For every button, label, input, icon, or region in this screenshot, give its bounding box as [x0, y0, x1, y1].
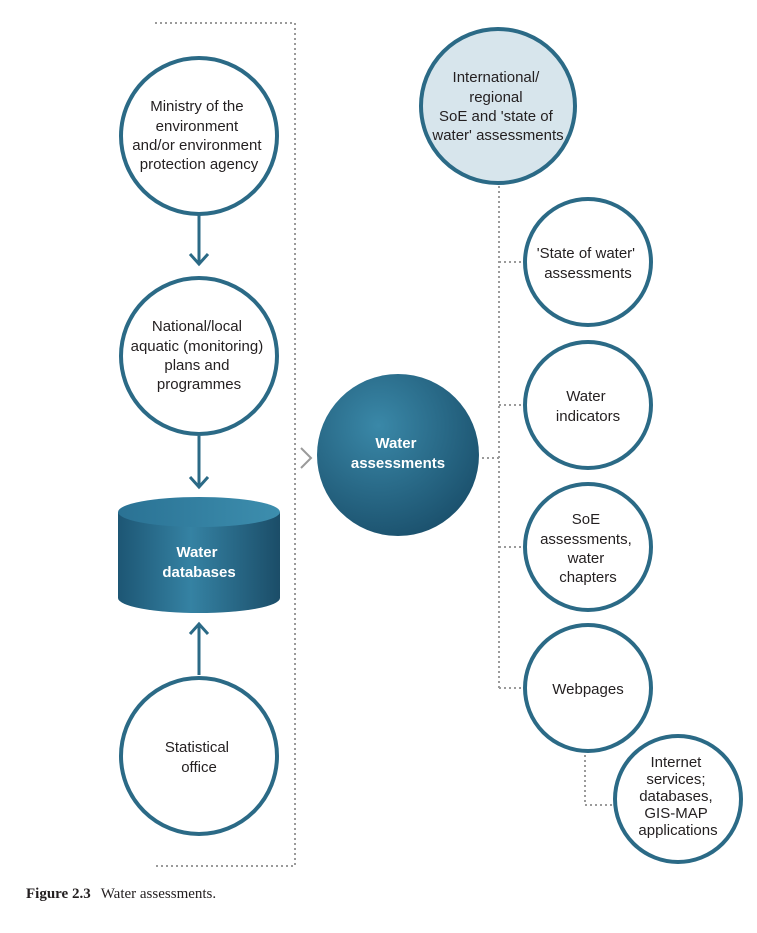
node-state-of-water-label: 'State of water' assessments [537, 245, 639, 282]
node-webpages: Webpages [523, 623, 653, 753]
node-internet-services: Internet services; databases, GIS-MAP ap… [613, 734, 743, 864]
figure-caption-label: Figure 2.3 [26, 886, 91, 902]
node-ministry: Ministry of the environment and/or envir… [119, 56, 279, 216]
node-internet-services-label: Internet services; databases, GIS-MAP ap… [638, 754, 717, 839]
branch-internet [584, 750, 615, 806]
node-soe-assessments: SoE assessments, water chapters [523, 482, 653, 612]
node-national-plans-label: National/local aquatic (monitoring) plan… [131, 318, 268, 393]
bracket-chevron [300, 447, 313, 469]
figure-caption-text: Water assessments. [100, 886, 217, 902]
node-water-assessments-label: Water assessments [351, 435, 445, 472]
node-webpages-label: Webpages [552, 681, 623, 698]
node-water-indicators: Water indicators [523, 340, 653, 470]
node-ministry-label: Ministry of the environment and/or envir… [132, 98, 265, 173]
node-statistical-office: Statistical office [119, 676, 279, 836]
node-water-databases-label: Water databases [162, 544, 235, 581]
node-water-assessments: Water assessments [317, 374, 479, 536]
arrow-national-to-databases [188, 436, 210, 490]
node-state-of-water: 'State of water' assessments [523, 197, 653, 327]
node-water-databases: Water databases [118, 497, 280, 613]
node-water-indicators-label: Water indicators [556, 388, 620, 425]
arrow-statistical-to-databases [188, 621, 210, 675]
node-national-plans: National/local aquatic (monitoring) plan… [119, 276, 279, 436]
node-international-regional: International/ regional SoE and 'state o… [419, 27, 577, 185]
node-statistical-office-label: Statistical office [165, 739, 233, 776]
left-group-bracket [155, 22, 296, 867]
arrow-ministry-to-national [188, 214, 210, 267]
node-international-regional-label: International/ regional SoE and 'state o… [431, 69, 563, 144]
node-soe-assessments-label: SoE assessments, water chapters [540, 511, 636, 586]
figure-caption: Figure 2.3 Water assessments. [26, 886, 216, 903]
